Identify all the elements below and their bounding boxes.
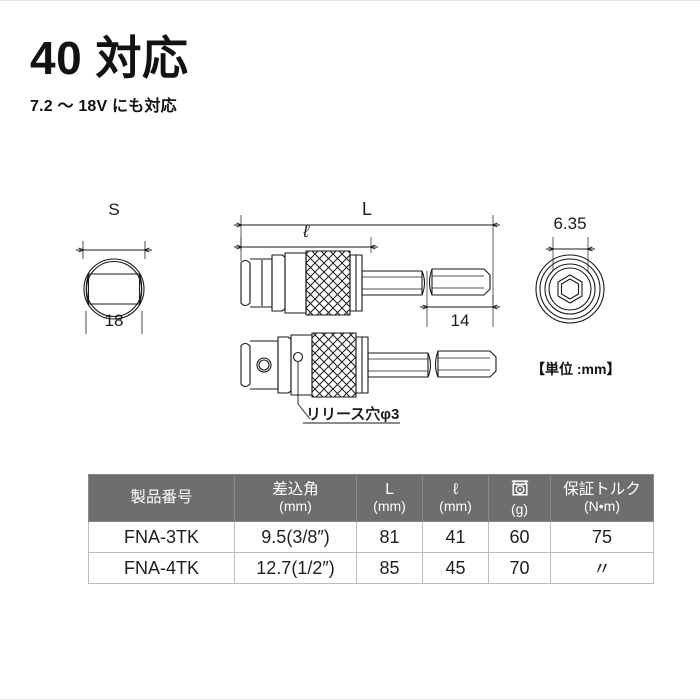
scale-icon xyxy=(489,478,550,502)
table-header-row: 製品番号 差込角 (mm) L (mm) ℓ (mm) xyxy=(88,474,654,522)
column-header-torque: 保証トルク (N•m) xyxy=(550,474,654,522)
page-title: 40 対応 xyxy=(30,32,189,84)
cell-torque: 〃 xyxy=(550,552,654,584)
table-row: FNA-3TK 9.5(3/8″) 81 41 60 75 xyxy=(88,521,654,553)
cell-weight: 70 xyxy=(488,552,551,584)
column-header-length-ll: ℓ (mm) xyxy=(422,474,489,522)
drawing-canvas: S 18 L ℓ 14 6.35 リリース穴φ3 xyxy=(0,199,605,424)
bottom-view-group xyxy=(240,332,497,424)
cell-product-code: FNA-3TK xyxy=(88,521,235,553)
column-header-product-code: 製品番号 xyxy=(88,474,235,522)
label-release-hole: リリース穴φ3 xyxy=(306,405,399,423)
unit-note: 【単位 :mm】 xyxy=(531,361,621,377)
main-view-group xyxy=(241,215,493,327)
cell-length-ll: 41 xyxy=(422,521,489,553)
page-subtitle: 7.2 〜 18V にも対応 xyxy=(30,98,177,115)
label-s: S xyxy=(108,200,119,219)
cell-product-code: FNA-4TK xyxy=(88,552,235,584)
cell-length-ll: 45 xyxy=(422,552,489,584)
cell-weight: 60 xyxy=(488,521,551,553)
label-partial-length: ℓ xyxy=(302,221,310,241)
cell-drive-size: 9.5(3/8″) xyxy=(234,521,357,553)
cell-length-l: 85 xyxy=(356,552,423,584)
right-view-group xyxy=(535,237,605,324)
header: 40 対応 7.2 〜 18V にも対応 xyxy=(30,35,450,116)
cell-drive-size: 12.7(1/2″) xyxy=(234,552,357,584)
column-header-weight: (g) xyxy=(488,474,551,522)
label-hex-size: 6.35 xyxy=(553,214,586,233)
cell-torque: 75 xyxy=(550,521,654,553)
table-row: FNA-4TK 12.7(1/2″) 85 45 70 〃 xyxy=(88,552,654,584)
label-shank-length: 14 xyxy=(451,311,470,330)
spec-table: 製品番号 差込角 (mm) L (mm) ℓ (mm) xyxy=(88,474,654,584)
left-view-group xyxy=(83,241,145,334)
column-header-drive-size: 差込角 (mm) xyxy=(234,474,357,522)
label-18: 18 xyxy=(105,311,124,330)
column-header-length-l: L (mm) xyxy=(356,474,423,522)
spec-table-container: 製品番号 差込角 (mm) L (mm) ℓ (mm) xyxy=(88,474,654,584)
technical-drawings: S 18 L ℓ 14 6.35 リリース穴φ3 xyxy=(0,191,700,451)
label-overall-length: L xyxy=(362,199,372,219)
cell-length-l: 81 xyxy=(356,521,423,553)
